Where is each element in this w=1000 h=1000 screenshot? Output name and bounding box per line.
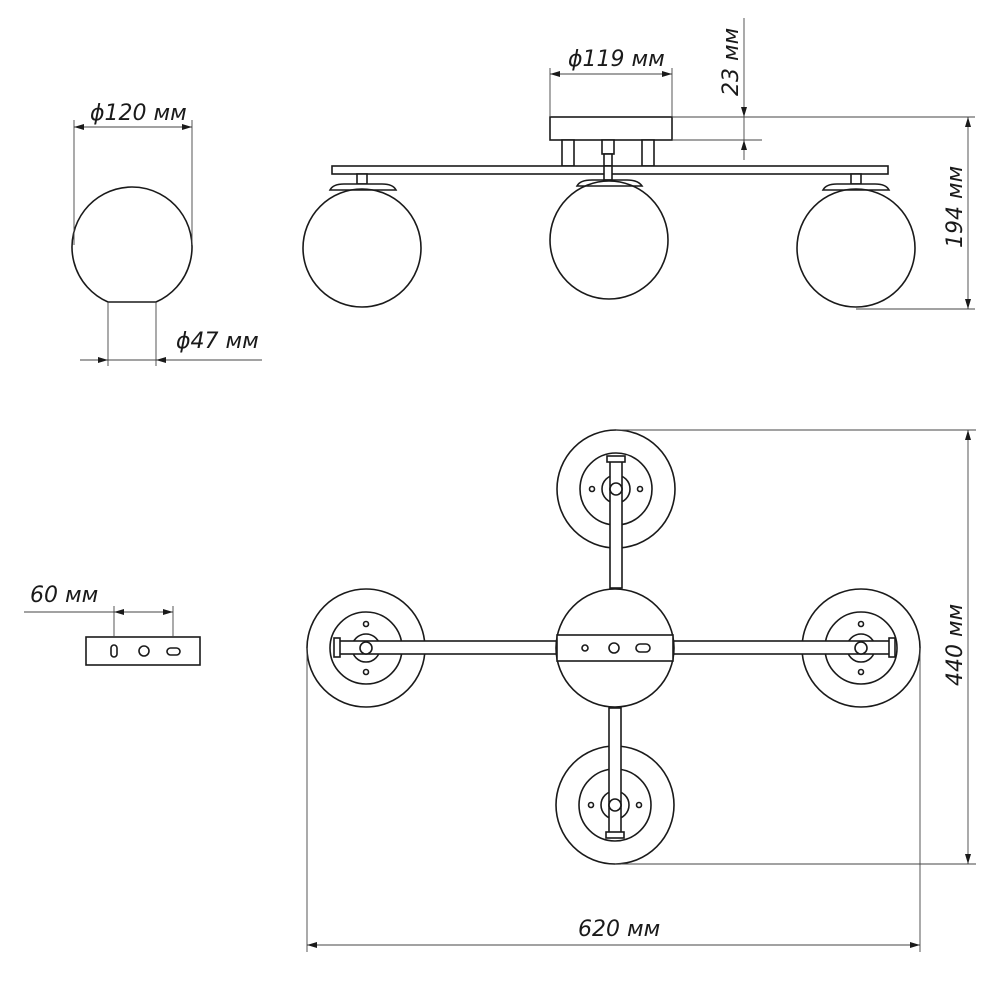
canopy-height-label: 23 мм: [719, 28, 744, 96]
side-globe-left: [302, 188, 422, 308]
top-arm-south: [608, 707, 622, 837]
canopy: [549, 116, 673, 141]
side-globe-right: [796, 188, 916, 308]
shade-globe: [71, 186, 193, 303]
top-canopy-plate: [556, 634, 674, 662]
total-depth-label: 440 мм: [943, 604, 968, 686]
mounting-plate-detail: 60 мм: [24, 583, 201, 666]
side-view: ϕ119 мм 23 мм 194 мм: [302, 18, 975, 310]
shade-detail: ϕ120 мм ϕ47 мм: [71, 101, 262, 366]
total-height-label: 194 мм: [943, 166, 968, 248]
shade-diameter-label: ϕ120 мм: [90, 101, 187, 126]
total-width-label: 620 мм: [578, 917, 660, 942]
mount-spacing-label: 60 мм: [30, 583, 98, 608]
canopy-diameter-label: ϕ119 мм: [568, 47, 665, 72]
top-view: 440 мм 620 мм: [306, 429, 976, 952]
mounting-plate: [85, 636, 201, 666]
top-arm-north: [609, 457, 623, 589]
shade-opening-label: ϕ47 мм: [176, 329, 259, 354]
side-globe-center: [549, 180, 669, 300]
